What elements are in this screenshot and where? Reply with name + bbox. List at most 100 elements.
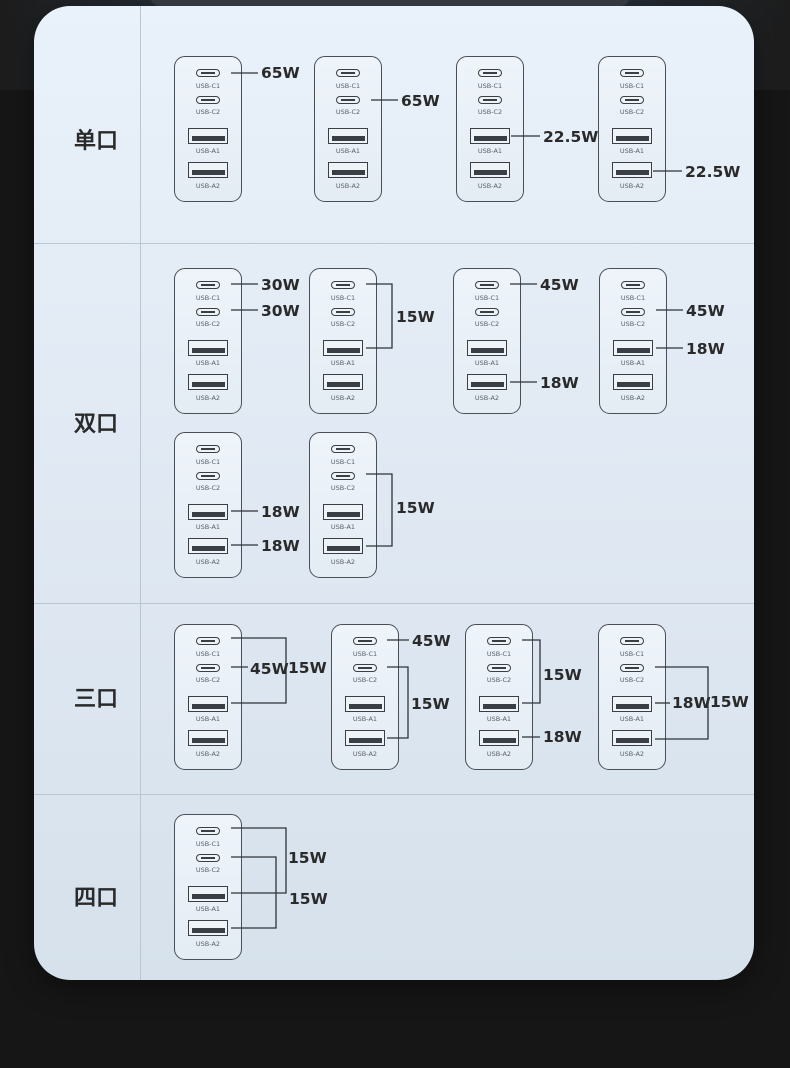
port-label: USB-A2 bbox=[195, 750, 221, 758]
section-label-dual: 双口 bbox=[73, 412, 118, 437]
section-label-triple: 三口 bbox=[73, 687, 118, 712]
port-label: USB-C1 bbox=[195, 458, 221, 466]
usb-a-port-icon bbox=[612, 162, 652, 178]
usb-c-port-icon bbox=[336, 69, 360, 77]
port-label: USB-C1 bbox=[619, 82, 645, 90]
usb-c-port-icon bbox=[620, 96, 644, 104]
port-label: USB-C1 bbox=[477, 82, 503, 90]
usb-a-port-icon bbox=[345, 696, 385, 712]
usb-c-port-icon bbox=[621, 308, 645, 316]
port-label: USB-C1 bbox=[474, 294, 500, 302]
port-label: USB-C2 bbox=[195, 866, 221, 874]
power-label: 15W bbox=[396, 499, 435, 517]
port-label: USB-C2 bbox=[619, 108, 645, 116]
usb-a-port-icon bbox=[188, 162, 228, 178]
usb-c-port-icon bbox=[475, 281, 499, 289]
usb-a-port-icon bbox=[188, 886, 228, 902]
usb-a-port-icon bbox=[188, 730, 228, 746]
power-label: 15W bbox=[396, 308, 435, 326]
port-label: USB-A1 bbox=[486, 715, 512, 723]
port-label: USB-A1 bbox=[335, 147, 361, 155]
port-label: USB-A2 bbox=[477, 182, 503, 190]
port-label: USB-A1 bbox=[195, 905, 221, 913]
port-label: USB-A1 bbox=[195, 715, 221, 723]
usb-a-port-icon bbox=[323, 340, 363, 356]
usb-a-port-icon bbox=[467, 340, 507, 356]
section-label-single: 单口 bbox=[73, 129, 118, 154]
usb-a-port-icon bbox=[188, 504, 228, 520]
power-label: 45W bbox=[412, 632, 451, 650]
port-label: USB-A1 bbox=[195, 147, 221, 155]
port-label: USB-A2 bbox=[195, 558, 221, 566]
usb-c-port-icon bbox=[336, 96, 360, 104]
power-label: 30W bbox=[261, 302, 300, 320]
port-label: USB-A1 bbox=[619, 147, 645, 155]
usb-c-port-icon bbox=[620, 69, 644, 77]
port-label: USB-A1 bbox=[619, 715, 645, 723]
usb-c-port-icon bbox=[331, 308, 355, 316]
row-divider bbox=[34, 794, 754, 795]
usb-c-port-icon bbox=[620, 664, 644, 672]
power-label: 15W bbox=[288, 849, 327, 867]
usb-a-port-icon bbox=[470, 162, 510, 178]
port-label: USB-C2 bbox=[195, 320, 221, 328]
port-label: USB-C2 bbox=[486, 676, 512, 684]
port-label: USB-A1 bbox=[620, 359, 646, 367]
port-label: USB-C1 bbox=[352, 650, 378, 658]
usb-c-port-icon bbox=[196, 637, 220, 645]
port-label: USB-A2 bbox=[486, 750, 512, 758]
port-label: USB-C1 bbox=[330, 294, 356, 302]
power-label: 18W bbox=[672, 694, 711, 712]
usb-c-port-icon bbox=[196, 281, 220, 289]
port-label: USB-C1 bbox=[195, 294, 221, 302]
usb-c-port-icon bbox=[196, 854, 220, 862]
usb-c-port-icon bbox=[475, 308, 499, 316]
usb-a-port-icon bbox=[345, 730, 385, 746]
usb-a-port-icon bbox=[323, 504, 363, 520]
usb-c-port-icon bbox=[196, 96, 220, 104]
usb-a-port-icon bbox=[479, 730, 519, 746]
port-label: USB-A2 bbox=[330, 558, 356, 566]
usb-a-port-icon bbox=[188, 920, 228, 936]
usb-a-port-icon bbox=[613, 340, 653, 356]
usb-c-port-icon bbox=[620, 637, 644, 645]
port-label: USB-C1 bbox=[195, 840, 221, 848]
power-label: 30W bbox=[261, 276, 300, 294]
power-label: 18W bbox=[261, 503, 300, 521]
power-label: 15W bbox=[288, 659, 327, 677]
port-label: USB-A2 bbox=[195, 940, 221, 948]
port-label: USB-C2 bbox=[477, 108, 503, 116]
usb-a-port-icon bbox=[470, 128, 510, 144]
usb-c-port-icon bbox=[196, 472, 220, 480]
port-label: USB-C2 bbox=[620, 320, 646, 328]
port-label: USB-C1 bbox=[335, 82, 361, 90]
port-label: USB-A2 bbox=[352, 750, 378, 758]
usb-a-port-icon bbox=[323, 374, 363, 390]
usb-c-port-icon bbox=[196, 664, 220, 672]
power-label: 45W bbox=[540, 276, 579, 294]
usb-a-port-icon bbox=[613, 374, 653, 390]
usb-a-port-icon bbox=[188, 340, 228, 356]
power-label: 15W bbox=[710, 693, 749, 711]
power-label: 45W bbox=[686, 302, 725, 320]
port-label: USB-C1 bbox=[195, 82, 221, 90]
usb-a-port-icon bbox=[323, 538, 363, 554]
port-label: USB-A2 bbox=[474, 394, 500, 402]
port-label: USB-C2 bbox=[195, 108, 221, 116]
usb-c-port-icon bbox=[331, 281, 355, 289]
usb-c-port-icon bbox=[487, 664, 511, 672]
usb-a-port-icon bbox=[188, 128, 228, 144]
power-label: 15W bbox=[543, 666, 582, 684]
usb-a-port-icon bbox=[188, 696, 228, 712]
usb-c-port-icon bbox=[196, 69, 220, 77]
